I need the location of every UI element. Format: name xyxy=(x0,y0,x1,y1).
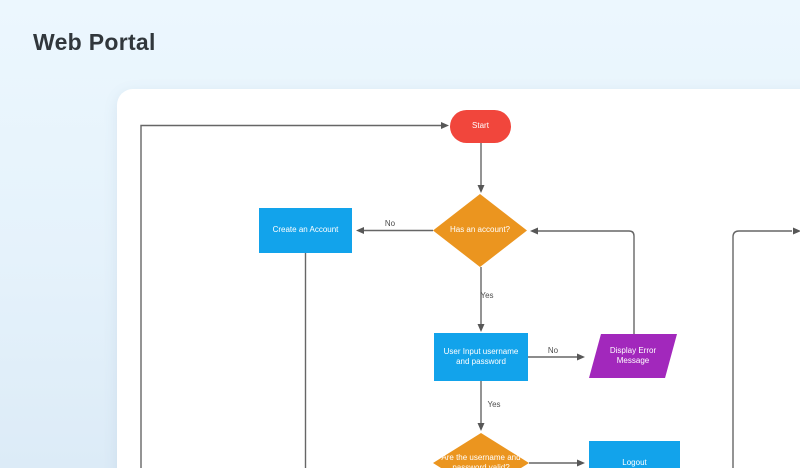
node-logout[interactable]: Logout xyxy=(589,441,680,468)
node-display-error[interactable]: Display Error Message xyxy=(589,334,677,378)
edge-label-no: No xyxy=(548,346,559,355)
node-create-account-label: Create an Account xyxy=(272,225,339,235)
edge-valid-to-logout[interactable] xyxy=(529,459,585,467)
page-title: Web Portal xyxy=(33,29,156,55)
edge-loop-right[interactable] xyxy=(732,227,800,468)
node-user-input[interactable]: User Input username and password xyxy=(434,333,528,381)
edge-input-yes-to-valid[interactable]: Yes xyxy=(477,381,501,431)
node-start-label: Start xyxy=(472,121,489,131)
node-has-account-label: Has an account? xyxy=(449,225,511,235)
edge-label-yes: Yes xyxy=(480,291,493,300)
edge-label-yes: Yes xyxy=(487,400,500,409)
node-credentials-valid-label: Are the username and password valid? xyxy=(441,452,521,468)
node-display-error-label: Display Error Message xyxy=(609,345,657,365)
edge-start-to-decision[interactable] xyxy=(477,143,485,193)
node-create-account[interactable]: Create an Account xyxy=(259,208,352,253)
node-user-input-label: User Input username and password xyxy=(443,346,519,366)
edge-label-no: No xyxy=(385,219,396,228)
edge-decision-no-to-create[interactable]: No xyxy=(356,219,433,234)
edge-error-to-decision[interactable] xyxy=(530,227,635,335)
edge-decision-yes-to-input[interactable]: Yes xyxy=(477,267,494,332)
node-start[interactable]: Start xyxy=(450,110,511,143)
edge-input-no-to-error[interactable]: No xyxy=(528,346,585,361)
node-logout-label: Logout xyxy=(622,458,647,468)
edge-loop-to-start[interactable] xyxy=(140,122,449,468)
diagram-canvas xyxy=(117,89,800,468)
